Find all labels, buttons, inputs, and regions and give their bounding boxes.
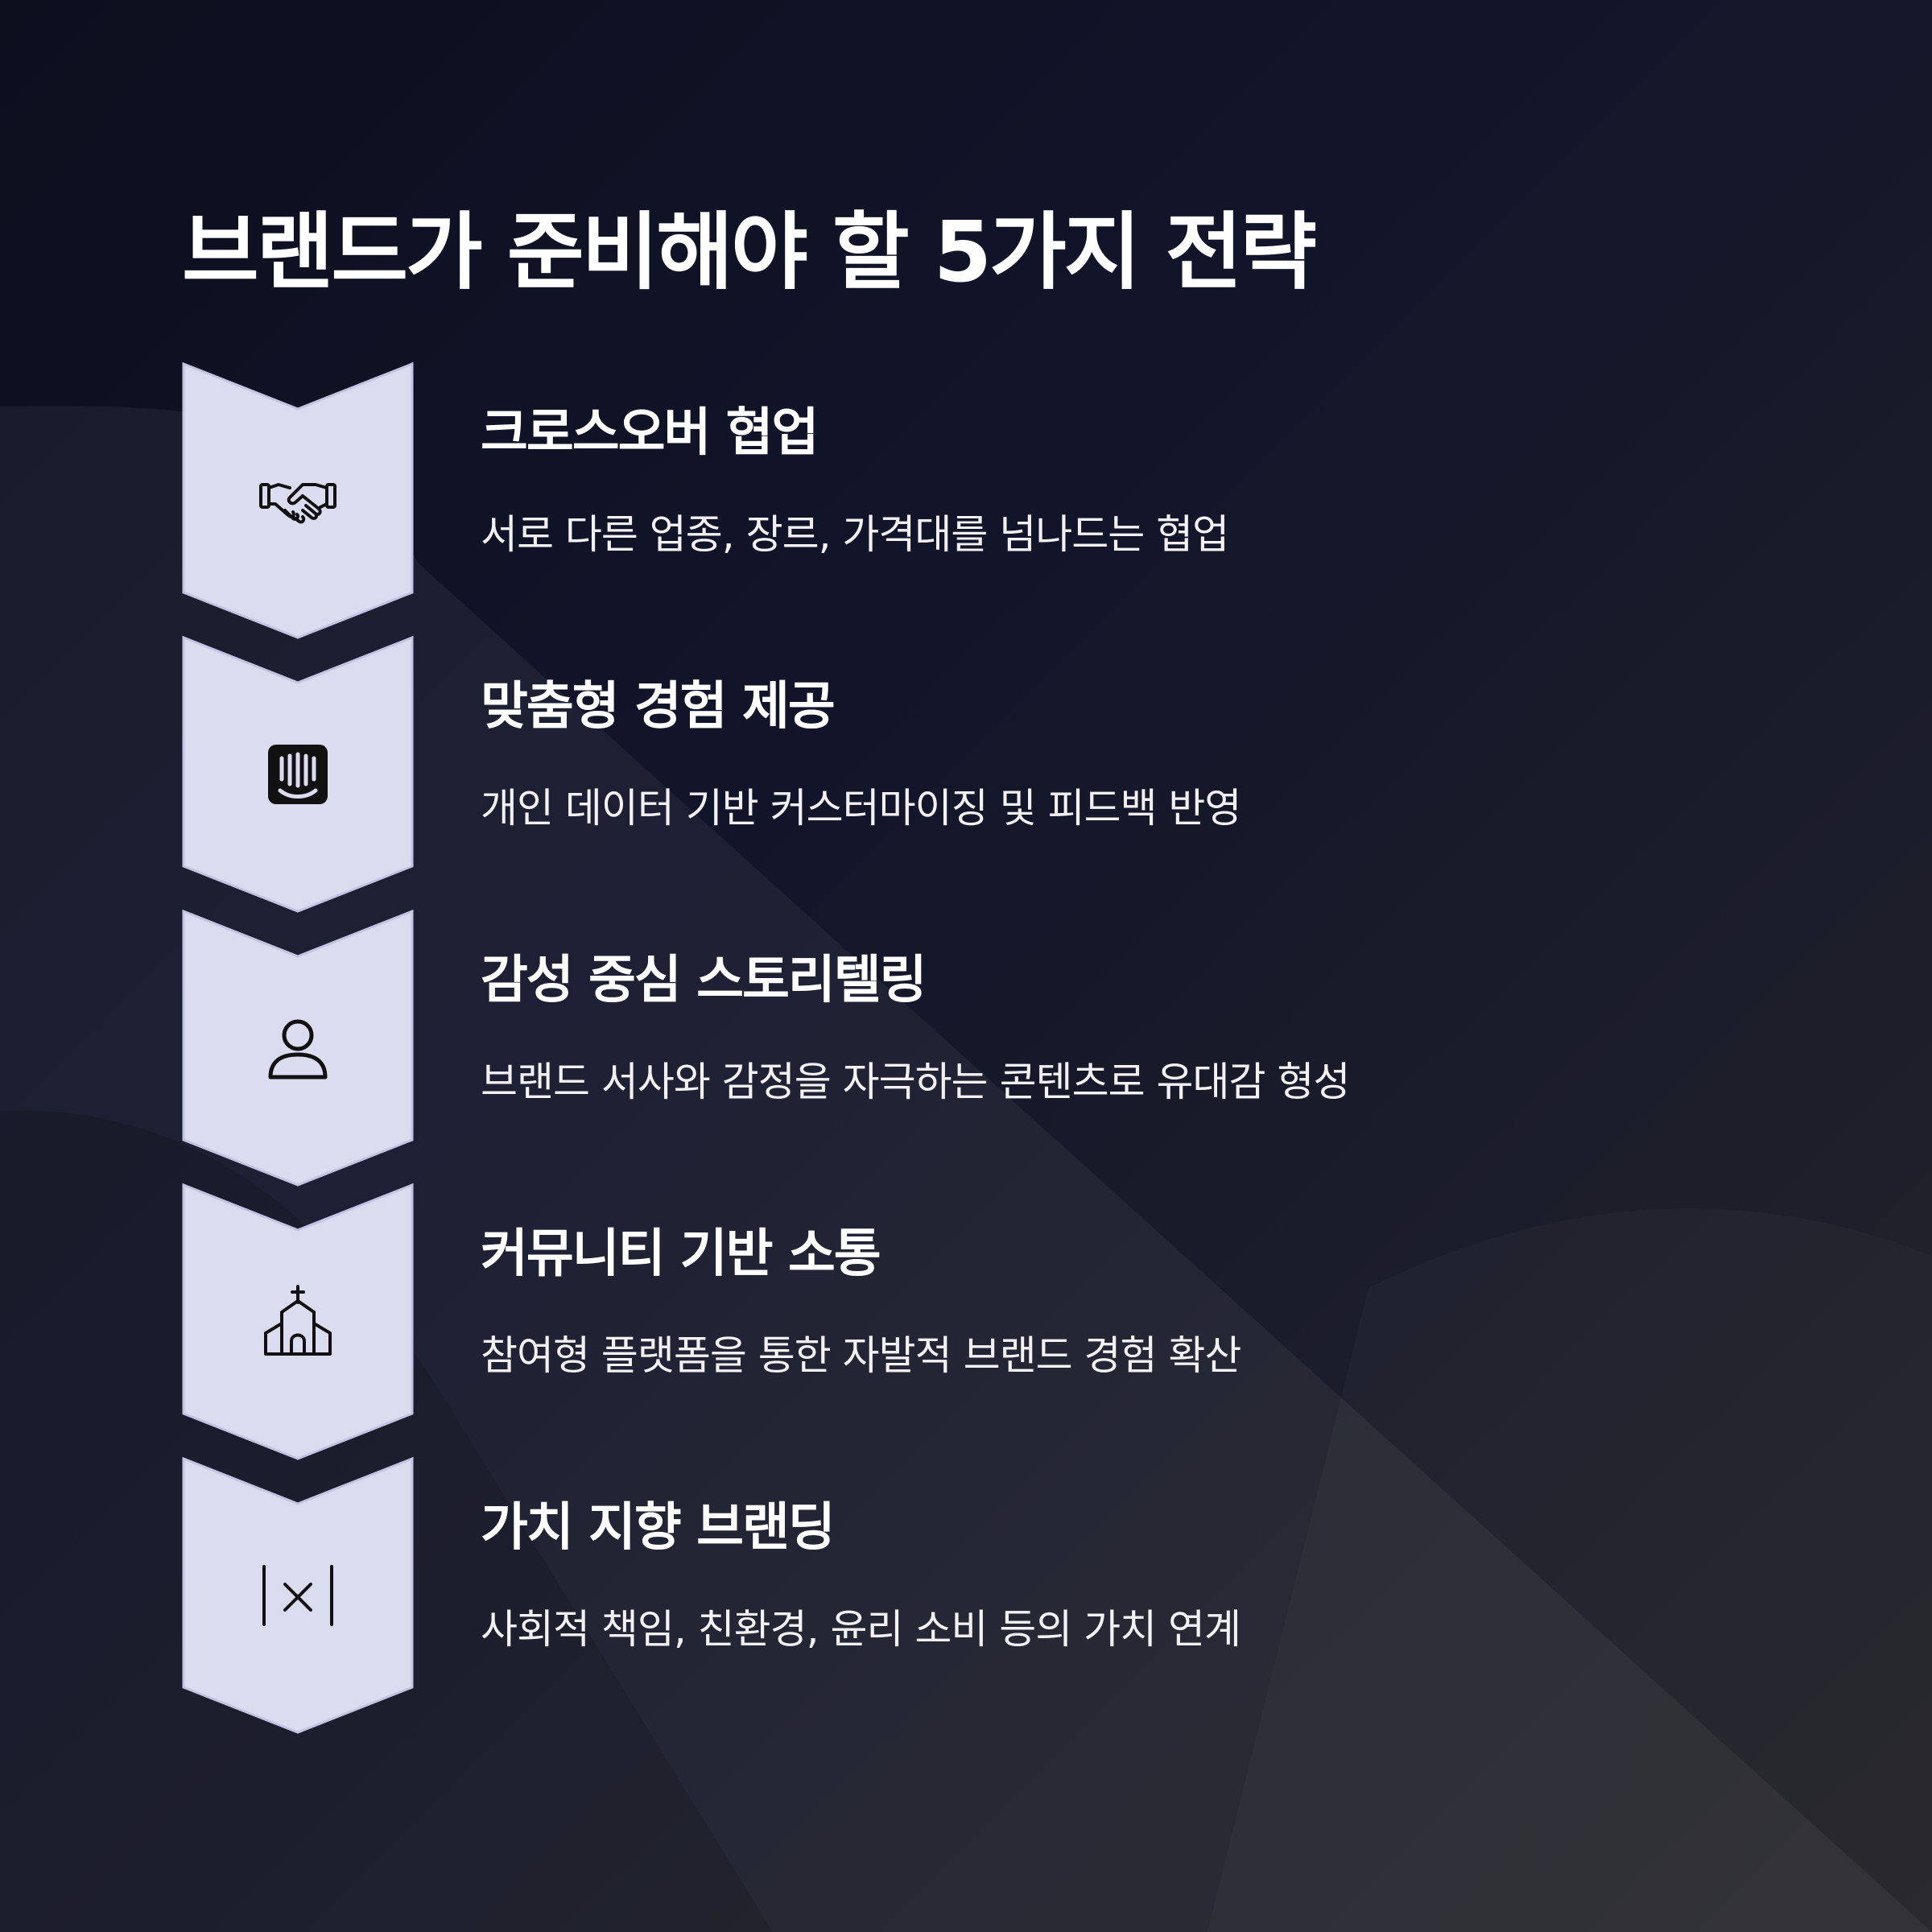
step-chevron — [182, 1457, 414, 1734]
chevron-shape — [182, 1183, 414, 1460]
step-description: 서로 다른 업종, 장르, 가격대를 넘나드는 협업 — [481, 511, 1229, 558]
strategy-step-4: 커뮤니티 기반 소통 참여형 플랫폼을 통한 자발적 브랜드 경험 확산 — [182, 1183, 1711, 1460]
step-description: 사회적 책임, 친환경, 윤리 소비 등의 가치 연계 — [481, 1606, 1241, 1653]
abs-multiply-icon — [258, 1555, 338, 1636]
step-chevron — [182, 910, 414, 1187]
step-chevron — [182, 1183, 414, 1460]
page-title: 브랜드가 준비해야 할 5가지 전략 — [182, 203, 1317, 301]
step-chevron — [182, 636, 414, 913]
step-title: 커뮤니티 기반 소통 — [481, 1224, 881, 1284]
step-description: 브랜드 서사와 감정을 자극하는 콘텐츠로 유대감 형성 — [481, 1059, 1350, 1105]
handshake-icon — [258, 460, 338, 541]
church-icon — [258, 1282, 338, 1362]
step-title: 감성 중심 스토리텔링 — [481, 951, 927, 1010]
strategy-step-3: 감성 중심 스토리텔링 브랜드 서사와 감정을 자극하는 콘텐츠로 유대감 형성 — [182, 910, 1711, 1187]
intercom-icon — [258, 734, 338, 815]
step-title: 가치 지향 브랜딩 — [481, 1498, 836, 1558]
strategy-step-5: 가치 지향 브랜딩 사회적 책임, 친환경, 윤리 소비 등의 가치 연계 — [182, 1457, 1711, 1734]
step-title: 맞춤형 경험 제공 — [481, 677, 836, 737]
step-description: 개인 데이터 기반 커스터마이징 및 피드백 반영 — [481, 785, 1241, 832]
strategy-step-1: 크로스오버 협업 서로 다른 업종, 장르, 가격대를 넘나드는 협업 — [182, 362, 1711, 639]
step-chevron — [182, 362, 414, 639]
step-description: 참여형 플랫폼을 통한 자발적 브랜드 경험 확산 — [481, 1332, 1241, 1379]
strategy-step-2: 맞춤형 경험 제공 개인 데이터 기반 커스터마이징 및 피드백 반영 — [182, 636, 1711, 913]
step-title: 크로스오버 협업 — [481, 403, 819, 463]
user-icon — [258, 1008, 338, 1088]
